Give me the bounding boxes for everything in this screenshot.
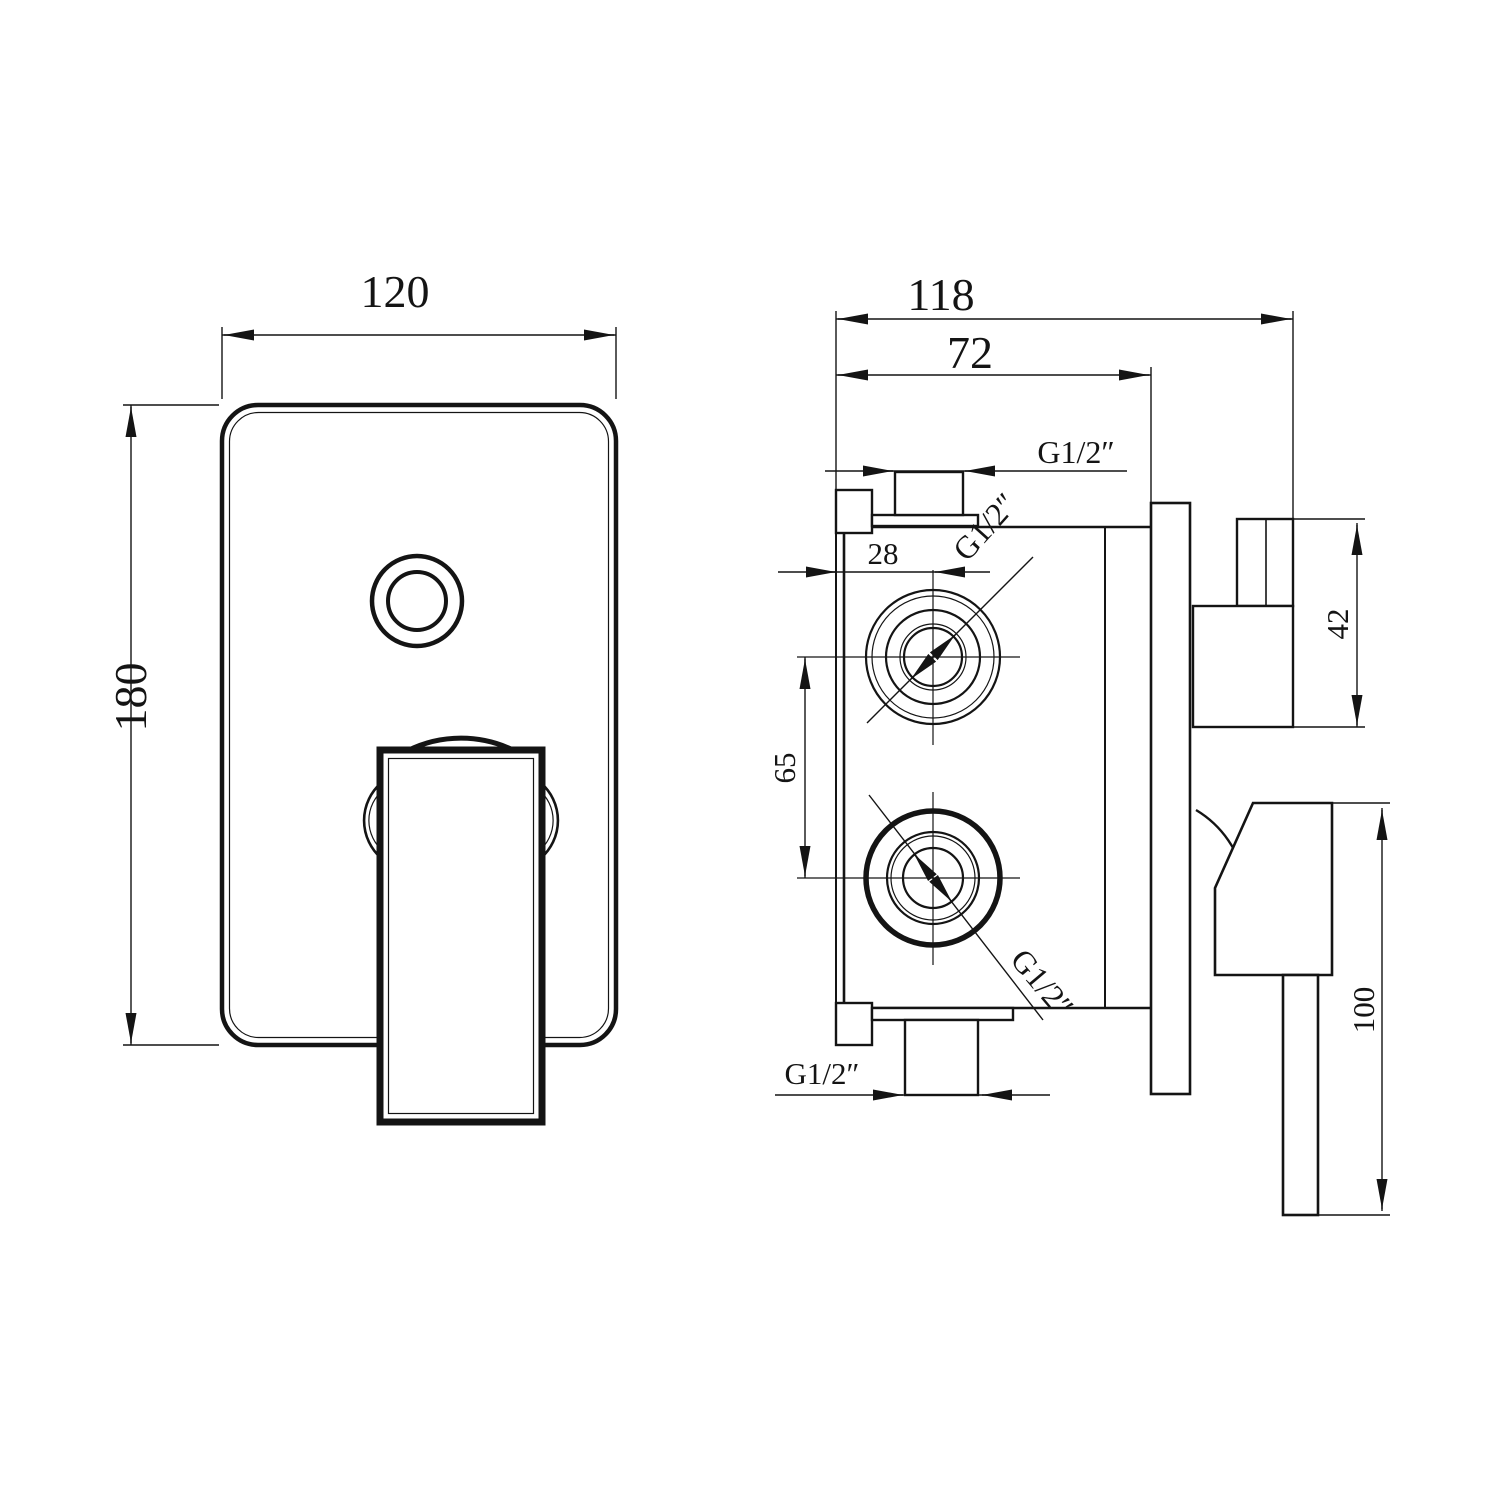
dim-rough-in-depth: 72 bbox=[836, 327, 1152, 503]
back-outlet-stem bbox=[1235, 517, 1295, 608]
dim-front-width: 120 bbox=[221, 266, 617, 399]
thread-bottom-outlet-label: G1/2″ bbox=[785, 1056, 860, 1091]
wall-plate-side bbox=[1149, 501, 1192, 1096]
dim-top-inlet-thread: G1/2″ bbox=[825, 434, 1127, 477]
dim-handle-length: 100 bbox=[1283, 802, 1390, 1216]
mounting-clip-bottom bbox=[834, 1001, 874, 1047]
dim-back-outlet-label: 42 bbox=[1320, 609, 1355, 640]
dim-port-spacing-label: 65 bbox=[767, 753, 802, 784]
bottom-outlet-flange bbox=[870, 1006, 1015, 1022]
thread-top-inlet-label: G1/2″ bbox=[1037, 434, 1114, 470]
dim-front-height-label: 180 bbox=[105, 663, 156, 732]
dim-front-height: 180 bbox=[105, 404, 219, 1046]
handle-dome-arc bbox=[405, 735, 517, 754]
dim-back-outlet: 42 bbox=[1293, 518, 1365, 728]
dim-total-depth-label: 118 bbox=[907, 269, 974, 320]
diverter-button-outer-ring bbox=[369, 553, 465, 649]
dim-bottom-outlet-thread: G1/2″ bbox=[775, 1056, 1050, 1101]
side-view: 118 72 G1/2″ 28 65 bbox=[767, 269, 1390, 1217]
dim-top-inlet-offset: 28 bbox=[778, 536, 990, 578]
handle-pivot-right-arc bbox=[540, 782, 560, 859]
dim-total-depth: 118 bbox=[835, 269, 1294, 519]
handle-lever-side bbox=[1281, 973, 1320, 1217]
dim-front-width-label: 120 bbox=[361, 266, 430, 317]
bottom-outlet-thread bbox=[903, 1018, 980, 1097]
handle-base-side bbox=[1213, 801, 1334, 977]
mounting-clip-top bbox=[834, 488, 874, 535]
dim-handle-length-label: 100 bbox=[1346, 987, 1381, 1034]
diverter-button-inner-ring bbox=[386, 570, 448, 632]
back-outlet-block bbox=[1191, 604, 1295, 729]
dim-port-spacing: 65 bbox=[767, 657, 811, 878]
lower-port bbox=[797, 792, 1020, 965]
handle-lever-front bbox=[376, 746, 546, 1126]
top-inlet-thread bbox=[893, 470, 965, 517]
dim-top-inlet-offset-label: 28 bbox=[868, 536, 899, 571]
handle-lever-front-inner-edge bbox=[387, 757, 535, 1115]
thread-lower-port-label: G1/2″ bbox=[1004, 942, 1081, 1024]
dim-rough-in-depth-label: 72 bbox=[947, 327, 993, 378]
upper-port bbox=[797, 570, 1020, 745]
handle-pivot-left-arc bbox=[362, 782, 382, 859]
front-view: 120 180 bbox=[105, 266, 619, 1126]
